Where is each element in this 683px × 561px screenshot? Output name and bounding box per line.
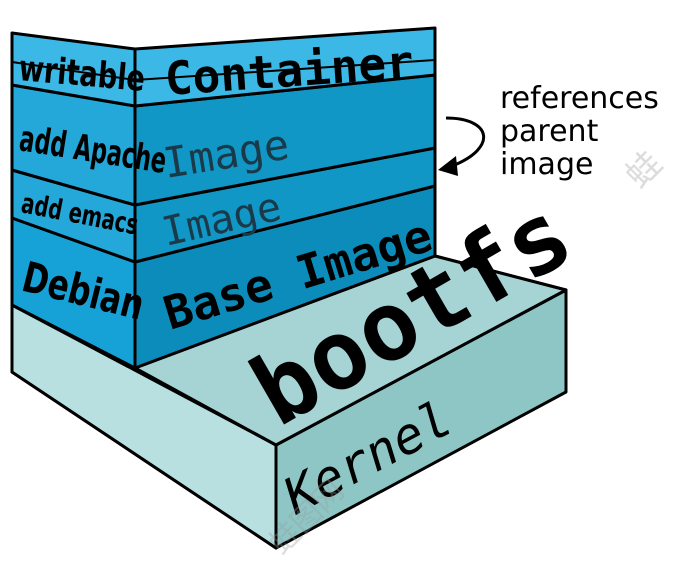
watermark-right: 蛙	[618, 144, 670, 196]
container-front-face	[133, 26, 437, 108]
arrow-head	[438, 156, 458, 176]
annotation-line3: image	[500, 147, 593, 182]
annotation-line1: references	[500, 81, 659, 116]
container-inner-edge	[11, 59, 436, 82]
bootfs-block: bootfs Kernel	[10, 178, 590, 550]
references-annotation: references parent image	[438, 81, 659, 182]
curved-arrow	[445, 116, 485, 168]
annotation-line2: parent	[500, 114, 599, 149]
image-emacs-layer: add emacs Image	[10, 146, 437, 264]
